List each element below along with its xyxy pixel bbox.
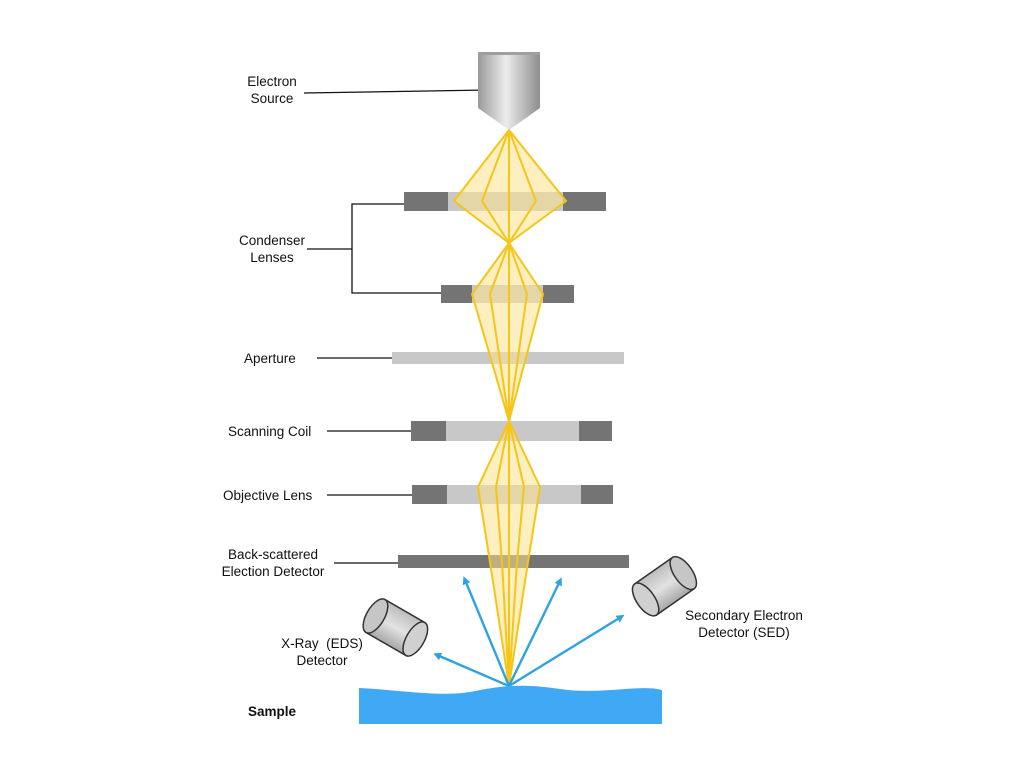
label-backscattered-line-2: Election Detector: [221, 564, 325, 579]
leader-condenser-bracket: [351, 203, 441, 294]
signal-arrow-secondary: [508, 614, 625, 688]
electron-gun-cone-icon: [478, 52, 540, 130]
signal-arrow-xray: [433, 652, 510, 688]
signal-arrow-backscatter-right: [507, 577, 562, 687]
label-secondary-detector: Secondary Electron Detector (SED): [672, 607, 816, 641]
label-aperture: Aperture: [244, 351, 296, 366]
label-sample: Sample: [248, 704, 297, 719]
label-xray-line-2: Detector: [296, 653, 348, 668]
secondary-detector-icon: [631, 555, 698, 617]
label-backscattered-detector: Back-scattered Election Detector: [212, 546, 334, 580]
label-xray-detector: X-Ray (EDS) Detector: [272, 635, 372, 669]
signal-arrows: [433, 576, 625, 688]
label-electron-source-line-1: Electron: [247, 74, 297, 89]
leader-electron-source: [303, 89, 489, 94]
label-electron-source-line-2: Source: [250, 91, 294, 106]
label-xray-line-1: X-Ray (EDS): [281, 636, 363, 651]
label-condenser-lenses-line-2: Lenses: [250, 250, 294, 265]
sample-surface: [359, 685, 662, 724]
signal-arrow-backscatter-left: [462, 576, 511, 687]
leader-lines: [303, 89, 489, 564]
label-secondary-line-2: Detector (SED): [698, 625, 790, 640]
label-backscattered-line-1: Back-scattered: [227, 547, 319, 562]
electron-beam: [453, 129, 567, 687]
label-condenser-lenses: Condenser Lenses: [228, 232, 316, 266]
xray-detector-icon: [362, 598, 429, 657]
label-condenser-lenses-line-1: Condenser: [238, 233, 306, 248]
label-objective-lens: Objective Lens: [223, 488, 313, 503]
label-scanning-coil: Scanning Coil: [228, 424, 312, 439]
label-electron-source: Electron Source: [236, 73, 308, 107]
label-secondary-line-1: Secondary Electron: [685, 608, 803, 623]
